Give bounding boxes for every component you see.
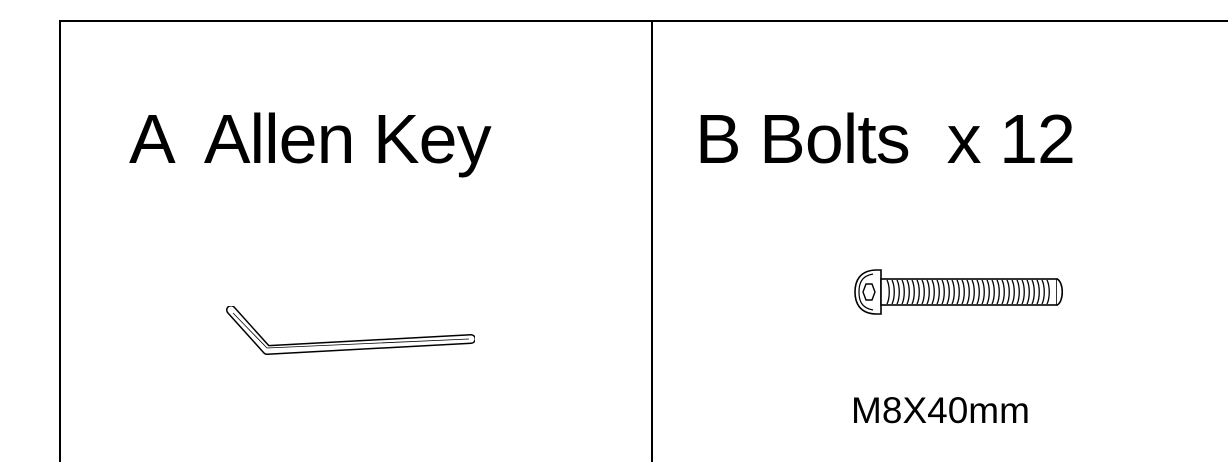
frame-left-border [59,20,61,462]
part-b-panel: B Bolts x 12 [653,22,1228,462]
part-a-panel: A Allen Key [61,22,651,462]
part-b-title: B Bolts x 12 [695,100,1076,178]
allen-key-icon [226,306,475,355]
part-a-title: A Allen Key [129,100,492,178]
frame-top-border [59,20,1228,22]
panel-divider [651,20,653,462]
bolt-icon [854,269,1064,315]
part-b-spec: M8X40mm [851,390,1030,431]
